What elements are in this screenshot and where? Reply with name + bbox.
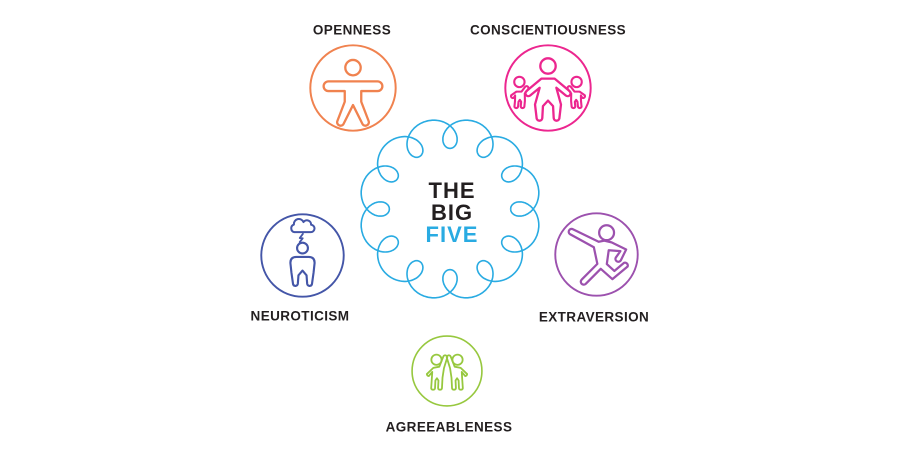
trait-icon-extraversion [554,212,639,297]
dancing-person-icon [554,212,639,297]
center-ring [350,109,550,309]
open-arms-person-icon [309,44,397,132]
kid-figure [425,353,449,391]
circle-outline [554,212,639,297]
circle-outline [309,44,397,132]
trait-icon-agreeableness [411,335,483,407]
person-with-storm-cloud-icon [260,213,345,298]
center-title: THE BIG FIVE [426,180,479,246]
trait-label-extraversion: EXTRAVERSION [538,309,650,325]
scalloped-ring-path [360,119,540,299]
scalloped-ring [360,119,540,299]
kid-body [425,354,449,391]
figure-head [296,241,309,255]
figure-head [598,224,616,242]
trait-label-conscientiousness: CONSCIENTIOUSNESS [469,22,627,38]
figure-head [344,58,362,77]
figure-body [322,80,384,127]
child-figure [510,75,530,110]
circle-outline [411,335,483,407]
title-line-five: FIVE [425,222,479,247]
storm-cloud [290,217,316,234]
parent-with-children-icon [504,44,592,132]
circle-outline [260,213,345,298]
trait-icon-neuroticism [260,213,345,298]
adult-head [539,57,557,75]
child-head [513,75,526,89]
figure-body [567,227,629,286]
title-line-big: BIG [430,200,474,225]
figure-body [289,255,316,287]
trait-icon-openness [309,44,397,132]
trait-label-neuroticism: NEUROTICISM [250,308,350,324]
trait-icon-conscientiousness [504,44,592,132]
high-five-people-icon [411,335,483,407]
adult-body [524,77,572,122]
title-line-the: THE [428,178,476,203]
lightning-bolt [298,232,304,244]
trait-label-openness: OPENNESS [312,22,392,38]
trait-label-agreeableness: AGREEABLENESS [385,419,513,435]
circle-outline [504,44,592,132]
child-body [510,85,530,110]
